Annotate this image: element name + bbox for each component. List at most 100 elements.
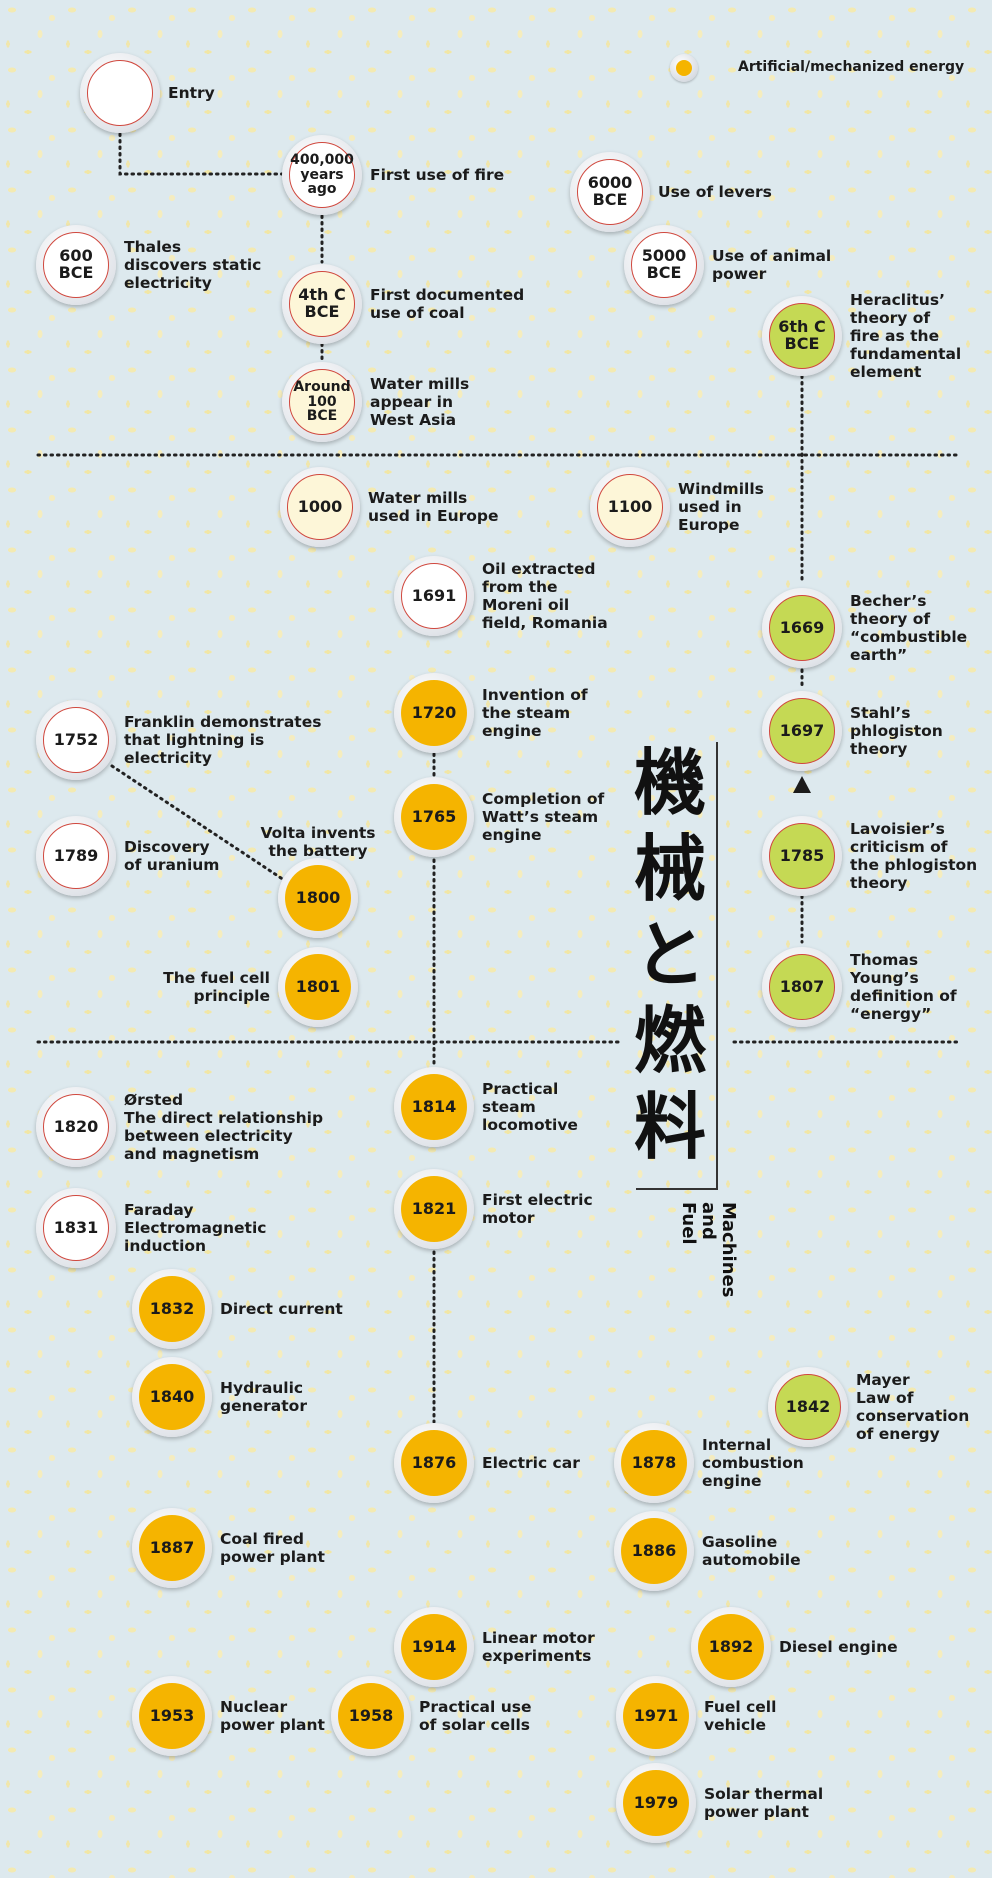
event-node-ice: 1878 <box>614 1423 694 1503</box>
event-date: 1697 <box>779 720 825 740</box>
event-disc: 1979 <box>623 1770 689 1836</box>
event-date: 1801 <box>295 976 341 996</box>
event-date: Around 100 BCE <box>293 378 351 425</box>
event-node-steam-engine: 1720 <box>394 673 474 753</box>
event-disc: 1669 <box>769 595 835 661</box>
event-disc: 1697 <box>769 698 835 764</box>
event-disc: 1800 <box>285 865 351 931</box>
event-date: 1785 <box>779 845 825 865</box>
event-node-windmills: 1100 <box>590 467 670 547</box>
event-date: 1832 <box>149 1298 195 1318</box>
event-date: 1876 <box>411 1452 457 1472</box>
event-date: 1669 <box>779 617 825 637</box>
event-label: Mayer Law of conservation of energy <box>856 1371 970 1443</box>
event-disc: 1765 <box>401 784 467 850</box>
event-node-becher: 1669 <box>762 588 842 668</box>
event-label: Electric car <box>482 1454 580 1472</box>
arrow-up-icon <box>793 776 811 793</box>
event-disc: 1801 <box>285 954 351 1020</box>
event-disc: 1878 <box>621 1430 687 1496</box>
event-node-gasoline: 1886 <box>614 1511 694 1591</box>
event-label: Stahl’s phlogiston theory <box>850 704 943 758</box>
connector-entry-fire <box>118 132 285 176</box>
event-label: Water mills used in Europe <box>368 489 499 525</box>
event-label: Hydraulic generator <box>220 1379 307 1415</box>
event-label: Discovery of uranium <box>124 838 220 874</box>
event-node-fcv: 1971 <box>616 1676 696 1756</box>
event-node-electric-car: 1876 <box>394 1423 474 1503</box>
event-label: Becher’s theory of “combustible earth” <box>850 592 968 664</box>
event-node-thales: 600 BCE <box>36 225 116 305</box>
event-disc: 1814 <box>401 1074 467 1140</box>
event-date: 1914 <box>411 1636 457 1656</box>
event-date: 1752 <box>53 729 99 749</box>
event-label: Coal fired power plant <box>220 1530 325 1566</box>
event-disc: 1886 <box>621 1518 687 1584</box>
event-disc: 1789 <box>43 823 109 889</box>
event-disc: 1831 <box>43 1195 109 1261</box>
event-label: Internal combustion engine <box>702 1436 804 1490</box>
event-date: 5000 BCE <box>641 246 687 282</box>
event-node-motor: 1821 <box>394 1169 474 1249</box>
event-date: 1892 <box>708 1636 754 1656</box>
event-label: Fuel cell vehicle <box>704 1698 777 1734</box>
event-label: Franklin demonstrates that lightning is … <box>124 713 322 767</box>
event-node-animal: 5000 BCE <box>624 225 704 305</box>
event-label: Completion of Watt’s steam engine <box>482 790 605 844</box>
event-date: 1691 <box>411 585 457 605</box>
event-disc: 1752 <box>43 707 109 773</box>
event-date: 1814 <box>411 1096 457 1116</box>
event-disc: 1953 <box>139 1683 205 1749</box>
event-disc: 1887 <box>139 1515 205 1581</box>
event-disc: 1842 <box>775 1374 841 1440</box>
event-label: Faraday Electromagnetic induction <box>124 1201 267 1255</box>
event-disc: 1914 <box>401 1614 467 1680</box>
event-node-watt: 1765 <box>394 777 474 857</box>
event-label: Thomas Young’s definition of “energy” <box>850 951 957 1023</box>
event-disc: 1720 <box>401 680 467 746</box>
event-label: Heraclitus’ theory of fire as the fundam… <box>850 291 962 381</box>
event-node-fire: 400,000 years ago <box>282 135 362 215</box>
event-label: Practical use of solar cells <box>419 1698 532 1734</box>
event-node-young: 1807 <box>762 947 842 1027</box>
event-date: 1821 <box>411 1198 457 1218</box>
event-node-diesel: 1892 <box>691 1607 771 1687</box>
event-date: 1842 <box>785 1396 831 1416</box>
event-label: First documented use of coal <box>370 286 525 322</box>
event-node-solar-thermal: 1979 <box>616 1763 696 1843</box>
event-label: Thales discovers static electricity <box>124 238 262 292</box>
event-date: 6000 BCE <box>587 173 633 209</box>
event-disc: 6000 BCE <box>577 159 643 225</box>
event-disc: 1820 <box>43 1094 109 1160</box>
event-disc: 1100 <box>597 474 663 540</box>
event-disc: 4th C BCE <box>289 271 355 337</box>
event-disc: 1691 <box>401 563 467 629</box>
title-english: Machines and Fuel <box>678 1202 739 1298</box>
event-disc: 600 BCE <box>43 232 109 298</box>
event-label: Gasoline automobile <box>702 1533 801 1569</box>
event-label: Invention of the steam engine <box>482 686 588 740</box>
event-disc: 1840 <box>139 1364 205 1430</box>
event-date: 1000 <box>297 496 343 516</box>
event-label: The fuel cell principle <box>163 969 270 1005</box>
event-node-watermills-eu: 1000 <box>280 467 360 547</box>
connector-franklin-battery <box>110 764 286 882</box>
event-disc: 400,000 years ago <box>289 142 355 208</box>
event-label: Nuclear power plant <box>220 1698 325 1734</box>
event-disc: 1832 <box>139 1276 205 1342</box>
event-date: 1800 <box>295 887 341 907</box>
event-date: 1807 <box>779 976 825 996</box>
event-node-faraday: 1831 <box>36 1188 116 1268</box>
event-disc: 1892 <box>698 1614 764 1680</box>
event-label: Oil extracted from the Moreni oil field,… <box>482 560 608 632</box>
event-disc: 1958 <box>338 1683 404 1749</box>
event-disc: Around 100 BCE <box>289 369 355 435</box>
legend-label: Artificial/mechanized energy <box>738 59 965 75</box>
event-node-entry <box>80 53 160 133</box>
event-date: 4th C BCE <box>298 285 346 321</box>
event-node-coal: 4th C BCE <box>282 264 362 344</box>
event-node-fuelcell-principle: 1801 <box>278 947 358 1027</box>
event-disc: 1000 <box>287 474 353 540</box>
